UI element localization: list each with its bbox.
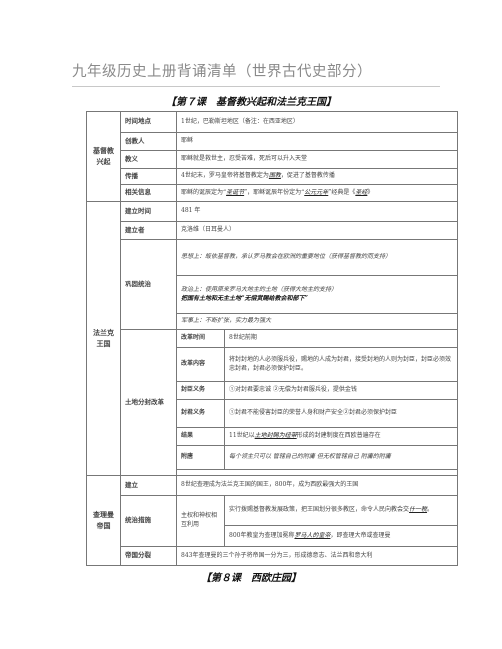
row-value: 耶稣: [176, 132, 458, 151]
text: 800年教皇为查理加冕称: [229, 531, 295, 539]
row-label: 统治措施: [120, 495, 177, 547]
table-row: 帝国分裂 843年查理曼的三个孙子将帝国一分为三，形成德意志、法兰西和意大利: [87, 546, 458, 566]
key-term: 国教: [268, 172, 281, 180]
row-value: 耶稣的诞辰定为“圣诞节”，耶稣诞辰年份定为“公元元年”经典是《圣经》: [176, 184, 458, 202]
row-value: 4世纪末，罗马皇帝将基督教定为国教，促进了基督教传播: [176, 168, 458, 185]
row-value: 8世纪前期: [224, 329, 458, 348]
text: 耶稣的诞辰定为“: [181, 188, 227, 196]
table-row: 创教人 耶稣: [87, 132, 458, 151]
row-label: 改革内容: [176, 347, 225, 382]
table-row: 法兰克王国 建立时间 481 年: [86, 201, 458, 476]
row-value: 800年教皇为查理加冕称罗马人的皇帝，即查理大帝或查理曼: [224, 525, 458, 547]
era-frankish: 法兰克王国: [86, 201, 121, 476]
row-value: 耶稣就是救世主，忍受苦难，死后可以升入天堂: [176, 150, 458, 169]
row-value: ①封君不能侵害封臣的荣誉人身和财产安全②封君必须保护封臣: [224, 399, 458, 428]
key-term: 把国有土地和无主土地“无偿赏赐给教会和部下”: [181, 294, 308, 302]
row-value: 843年查理曼的三个孙子将帝国一分为三，形成德意志、法兰西和意大利: [176, 546, 458, 566]
row-label: 时间地点: [120, 111, 177, 133]
row-label: 封臣义务: [176, 381, 225, 400]
row-value: 军事上：不断扩张，实力最为强大: [176, 313, 458, 330]
row-value: ①对封君要忠诚 ②无偿为封君服兵役，提供金钱: [224, 381, 458, 400]
row-label: 教义: [120, 150, 177, 169]
row-value: 481 年: [176, 201, 458, 222]
row-value: 11世纪以土地封赐为纽带形成的封建制度在西欧普遍存在: [224, 427, 458, 446]
row-value: 政治上：使用原来罗马大地主的土地（获得大地主的支持）把国有土地和无主土地“无偿赏…: [176, 275, 458, 314]
table-row: 结果 11世纪以土地封赐为纽带形成的封建制度在西欧普遍存在: [87, 427, 458, 446]
text: 实行拨赐基督教发展政策，把王国划分很多教区，命令人民向教会交: [229, 506, 410, 514]
row-label: 建立: [120, 475, 177, 496]
row-label: 创教人: [120, 132, 177, 151]
row-value: 每个领主只可以 管辖自己的附庸 但无权管辖自己 附庸的附庸: [224, 445, 458, 470]
table-row: 政治上：使用原来罗马大地主的土地（获得大地主的支持）把国有土地和无主土地“无偿赏…: [87, 275, 458, 314]
key-term: 圣经: [355, 188, 368, 196]
table-row: 基督教兴起 时间地点 1世纪，巴勒斯坦地区（备注：在西亚地区）: [86, 111, 458, 202]
key-term: 公元元年: [304, 188, 329, 196]
row-value: 思想上：皈依基督教，承认罗马教会在欧洲的重要地位（获得基督教的而支持）: [176, 239, 458, 276]
table-row: 教义 耶稣就是救世主，忍受苦难，死后可以升入天堂: [87, 150, 458, 169]
era-christianity: 基督教兴起: [86, 111, 121, 202]
row-value: 8世纪查理成为法兰克王国的国王，800年，成为西欧最强大的王国: [176, 475, 458, 496]
text: ”，耶稣诞辰年份定为“: [244, 188, 305, 196]
row-label: 建立者: [120, 221, 177, 240]
text: 。: [427, 506, 434, 514]
row-sublabel: 主权和神权相互利用: [176, 495, 225, 547]
row-label: 封君义务: [176, 399, 225, 428]
table-row: 传播 4世纪末，罗马皇帝将基督教定为国教，促进了基督教传播: [87, 168, 458, 185]
lesson8-heading: 【第８课 西欧庄园】: [201, 573, 301, 584]
row-label: 巩固统治: [120, 239, 177, 330]
text: 4世纪末，罗马皇帝将基督教定为: [181, 172, 269, 180]
table-row: 相关信息 耶稣的诞辰定为“圣诞节”，耶稣诞辰年份定为“公元元年”经典是《圣经》: [87, 184, 458, 202]
row-value: 实行拨赐基督教发展政策，把王国划分很多教区，命令人民向教会交什一税。: [224, 495, 458, 526]
row-value: 克洛维（日耳曼人）: [176, 221, 458, 240]
table-row: 土地分封改革 改革时间 8世纪前期: [87, 329, 458, 476]
key-term: 圣诞节: [226, 188, 245, 196]
lesson7-table: 基督教兴起 时间地点 1世纪，巴勒斯坦地区（备注：在西亚地区） 创教人 耶稣 教…: [86, 111, 458, 566]
table-row: 统治措施 主权和神权相互利用 实行拨赐基督教发展政策，把王国划分很多教区，命令人…: [87, 495, 458, 547]
lesson7-heading: 【第７课 基督教兴起和法兰克王国】: [166, 97, 336, 108]
era-charlemagne: 查理曼帝国: [86, 475, 121, 566]
table-row: 查理曼帝国 建立 8世纪查理成为法兰克王国的国王，800年，成为西欧最强大的王国: [86, 475, 458, 566]
row-value: 将封封地的人必须服兵役，赐地的人成为封君，接受封地的人则为封臣，封臣必须效忠封君…: [224, 347, 458, 382]
text: 形成的封建制度在西欧普遍存在: [296, 432, 381, 440]
text: 政治上：使用原来罗马大地主的土地（获得大地主的支持）: [181, 285, 338, 293]
table-row: 封臣义务 ①对封君要忠诚 ②无偿为封君服兵役，提供金钱: [87, 381, 458, 400]
text: 》: [367, 188, 374, 196]
table-row: 建立者 克洛维（日耳曼人）: [87, 221, 458, 240]
row-label: 相关信息: [120, 184, 177, 202]
row-value: 1世纪，巴勒斯坦地区（备注：在西亚地区）: [176, 111, 458, 133]
text: ，促进了基督教传播: [280, 172, 335, 180]
row-label: 改革时间: [176, 329, 225, 348]
table-row: 巩固统治 思想上：皈依基督教，承认罗马教会在欧洲的重要地位（获得基督教的而支持）: [87, 239, 458, 330]
row-label: 土地分封改革: [120, 329, 177, 476]
text: ，即查理大帝或查理曼: [330, 531, 391, 539]
key-term: 土地封赐为纽带: [254, 432, 297, 440]
text: ”经典是《: [328, 188, 356, 196]
row-label: 附唐: [176, 445, 225, 470]
row-label: 结果: [176, 427, 225, 446]
key-term: 罗马人的皇帝: [294, 531, 331, 539]
text: 11世纪以: [229, 432, 255, 440]
row-label: 传播: [120, 168, 177, 185]
row-label: 帝国分裂: [120, 546, 177, 566]
key-term: 什一税: [409, 506, 428, 514]
page-title: 九年级历史上册背诵清单（世界古代史部分）: [72, 64, 372, 80]
title-rule: [72, 86, 440, 87]
row-label: 建立时间: [120, 201, 177, 222]
